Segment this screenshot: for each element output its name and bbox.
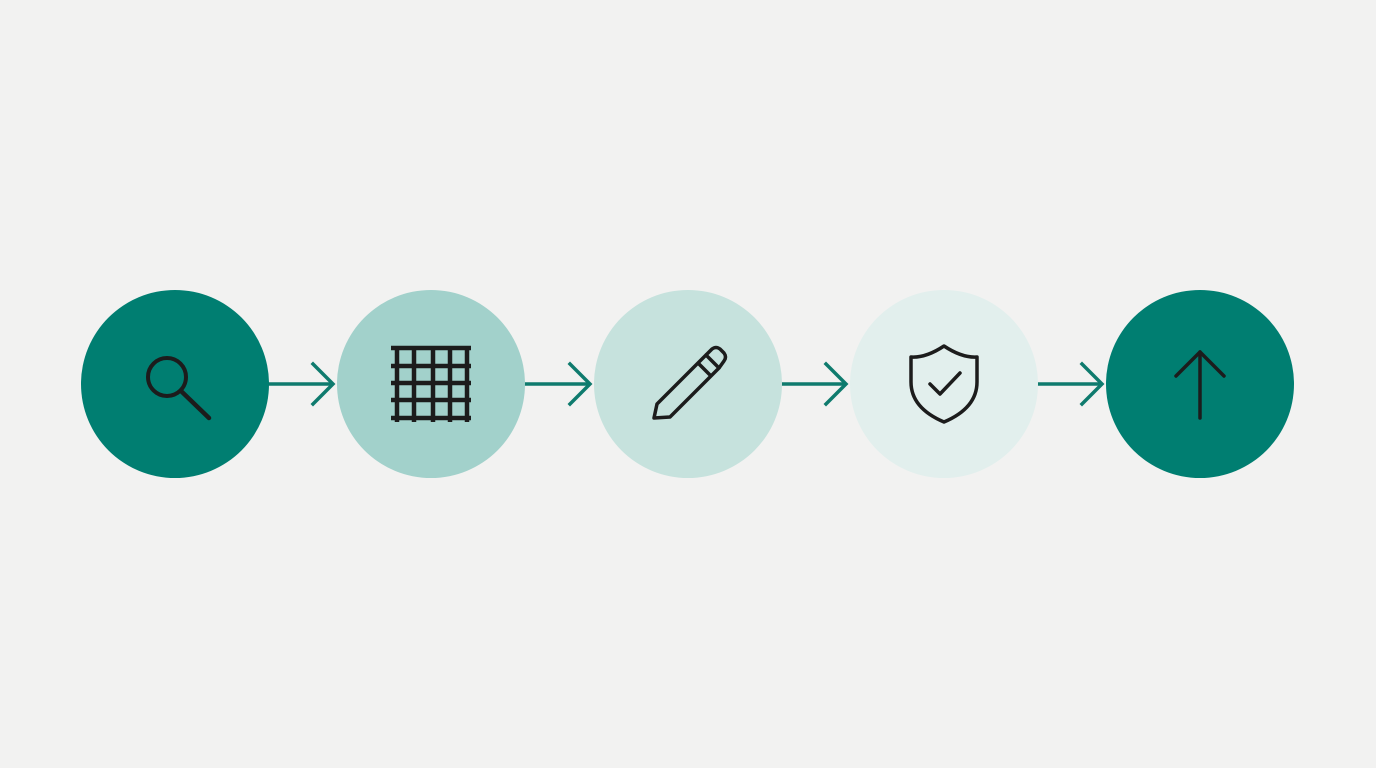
step-node (1106, 290, 1294, 478)
step-node (594, 290, 782, 478)
step-circle (594, 290, 782, 478)
connectors (267, 361, 1105, 407)
connector-arrow (523, 361, 593, 407)
connector-arrow (1036, 361, 1105, 407)
shield-check-icon (909, 344, 979, 424)
connector-arrow (780, 361, 849, 407)
step-node (850, 290, 1038, 478)
arrow-up-icon (1174, 350, 1226, 420)
step-node (337, 290, 525, 478)
pencil-icon (652, 345, 728, 420)
steps (81, 290, 1294, 478)
search-icon (146, 356, 212, 421)
grid-icon (391, 345, 471, 422)
step-circle (81, 290, 269, 478)
connector-arrow (267, 361, 336, 407)
step-circle (850, 290, 1038, 478)
step-node (81, 290, 269, 478)
